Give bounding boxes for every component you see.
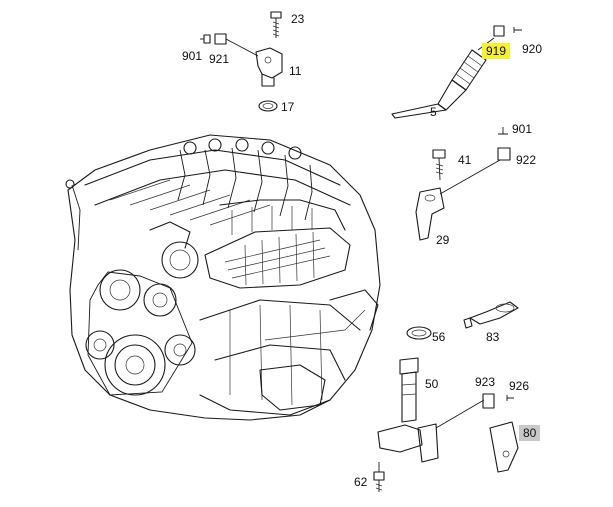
sensor-group-50 xyxy=(373,357,519,492)
part-label-62[interactable]: 62 xyxy=(354,475,368,489)
part-label-923[interactable]: 923 xyxy=(475,375,496,389)
part-label-80-badge[interactable]: 80 xyxy=(519,425,541,441)
part-label-921[interactable]: 921 xyxy=(209,52,230,66)
part-label-919-highlighted[interactable]: 919 xyxy=(482,43,511,59)
part-label-901-top[interactable]: 901 xyxy=(182,49,203,63)
part-label-41[interactable]: 41 xyxy=(458,153,472,167)
part-label-920[interactable]: 920 xyxy=(522,42,543,56)
part-label-901-right[interactable]: 901 xyxy=(512,122,533,136)
sensor-group-29 xyxy=(415,127,511,241)
clip-83 xyxy=(463,301,519,329)
part-label-29[interactable]: 29 xyxy=(436,233,450,247)
part-label-922[interactable]: 922 xyxy=(516,153,537,167)
oring-56 xyxy=(406,326,432,340)
part-label-5[interactable]: 5 xyxy=(430,105,437,119)
engine-illustration xyxy=(65,134,381,421)
part-label-926[interactable]: 926 xyxy=(509,379,530,393)
glow-plug-5 xyxy=(391,25,522,119)
part-label-56[interactable]: 56 xyxy=(432,330,446,344)
part-label-23[interactable]: 23 xyxy=(291,12,305,26)
part-label-83[interactable]: 83 xyxy=(486,330,500,344)
part-label-17[interactable]: 17 xyxy=(281,100,295,114)
part-label-50[interactable]: 50 xyxy=(425,377,439,391)
sensor-group-11 xyxy=(200,11,283,112)
part-label-11[interactable]: 11 xyxy=(289,64,302,78)
